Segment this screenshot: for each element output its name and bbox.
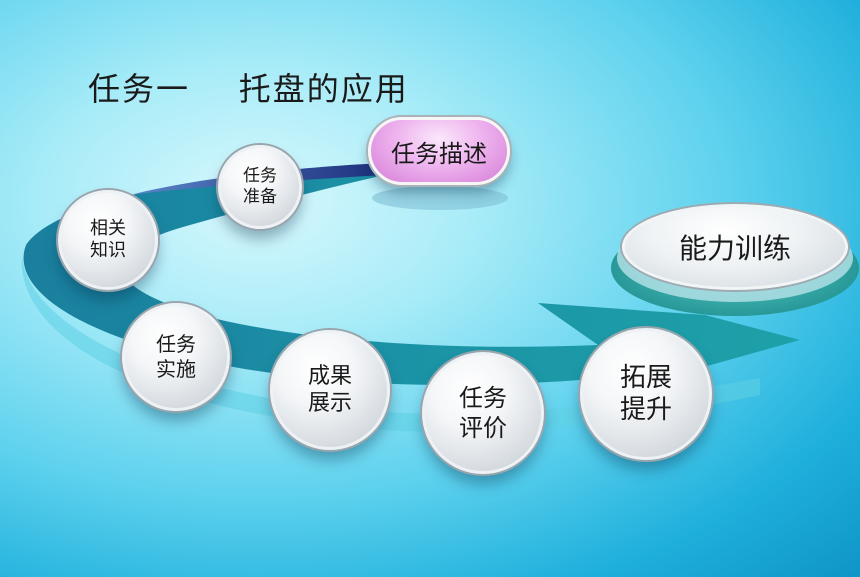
step-results-display[interactable]: 成果 展示	[270, 330, 390, 450]
step-expansion-improvement[interactable]: 拓展 提升	[580, 328, 712, 460]
step-label-line2: 实施	[156, 357, 196, 381]
step-task-preparation[interactable]: 任务 准备	[218, 145, 302, 229]
step-label-line2: 评价	[459, 414, 507, 442]
task-description-button[interactable]: 任务描述	[368, 117, 510, 185]
step-related-knowledge[interactable]: 相关 知识	[58, 190, 158, 290]
step-label-line2: 知识	[90, 240, 126, 261]
step-task-evaluation[interactable]: 任务 评价	[422, 352, 544, 474]
step-label-line1: 任务	[156, 332, 196, 356]
page-title: 任务一 托盘的应用	[88, 70, 409, 108]
step-label-line1: 相关	[90, 217, 126, 239]
step-label-line2: 准备	[243, 187, 277, 207]
step-label-line2: 展示	[307, 391, 352, 416]
step-task-implementation[interactable]: 任务 实施	[122, 303, 230, 411]
pill-shadow	[372, 186, 508, 210]
step-label-line2: 提升	[619, 395, 672, 425]
step-label-line1: 拓展	[619, 362, 672, 393]
step-label-line1: 任务	[243, 165, 277, 186]
step-label-line1: 任务	[459, 384, 507, 412]
step-label-line1: 成果	[307, 363, 352, 389]
ability-training-button[interactable]: 能力训练	[622, 204, 848, 290]
